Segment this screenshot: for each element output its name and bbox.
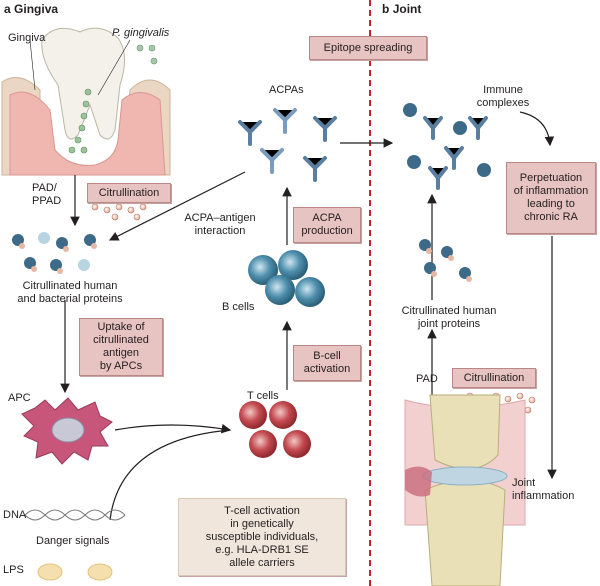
tooth-illustration <box>1 27 171 176</box>
citrullination-box-a: Citrullination <box>87 183 171 203</box>
lps-illustration <box>37 563 113 581</box>
gingiva-label: Gingiva <box>8 32 46 44</box>
panel-a-name: Gingiva <box>14 2 59 16</box>
knee-joint-illustration <box>404 394 526 586</box>
b-cells <box>248 250 325 307</box>
lps-label: LPS <box>3 564 24 576</box>
panel-a-title: a Gingiva <box>4 3 58 16</box>
immune-complexes-label: Immune complexes <box>476 84 530 109</box>
epitope-spreading-box: Epitope spreading <box>309 36 427 60</box>
panel-a-letter: a <box>4 2 11 16</box>
p-gingivalis-label: P. gingivalis <box>112 27 170 39</box>
panel-b-name: Joint <box>392 2 422 16</box>
panel-b-letter: b <box>382 2 390 16</box>
acpas-label: ACPAs <box>269 84 304 96</box>
acpa-antibodies <box>238 108 337 182</box>
immune-complexes <box>403 103 491 190</box>
citrullinated-proteins-left <box>12 232 97 274</box>
citrullination-box-b: Citrullination <box>452 368 536 388</box>
t-cells-label: T cells <box>247 390 279 402</box>
citrullinated-proteins-joint <box>419 239 472 282</box>
b-cells-label: B cells <box>222 301 255 313</box>
dna-illustration <box>24 509 126 521</box>
pad-ppad-label-1: PAD/ <box>32 182 57 194</box>
pad-label: PAD <box>416 373 438 385</box>
dna-label: DNA <box>3 509 27 521</box>
t-cells <box>239 401 311 458</box>
pad-ppad-label-2: PPAD <box>32 195 62 207</box>
danger-signals-label: Danger signals <box>36 535 110 547</box>
panel-b-title: b Joint <box>382 3 421 16</box>
apc-label: APC <box>8 392 31 404</box>
apc-cell <box>21 397 113 465</box>
